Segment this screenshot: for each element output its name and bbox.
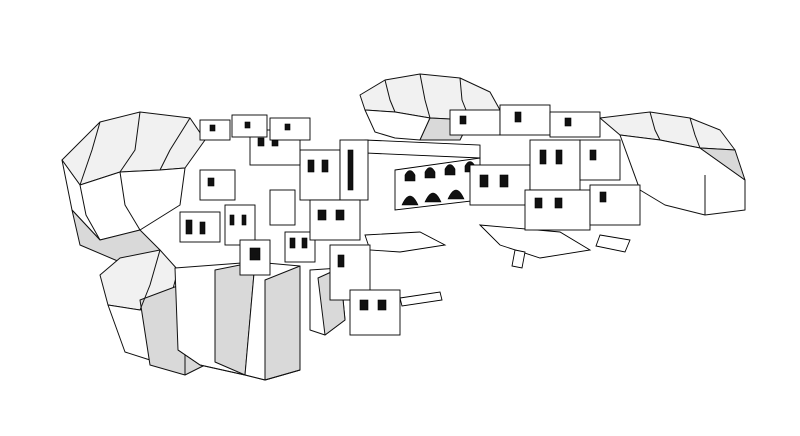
town-buildings-west (179, 169, 316, 276)
town-buildings-center (249, 129, 401, 336)
upper-right-rock-mass (359, 73, 746, 216)
harbour-piers (364, 224, 631, 307)
arched-aqueduct (364, 139, 481, 211)
fortress-walls (174, 261, 346, 381)
town-buildings-east (449, 104, 641, 231)
town-buildings-north (199, 114, 311, 141)
left-rock-outcrop (61, 111, 206, 263)
